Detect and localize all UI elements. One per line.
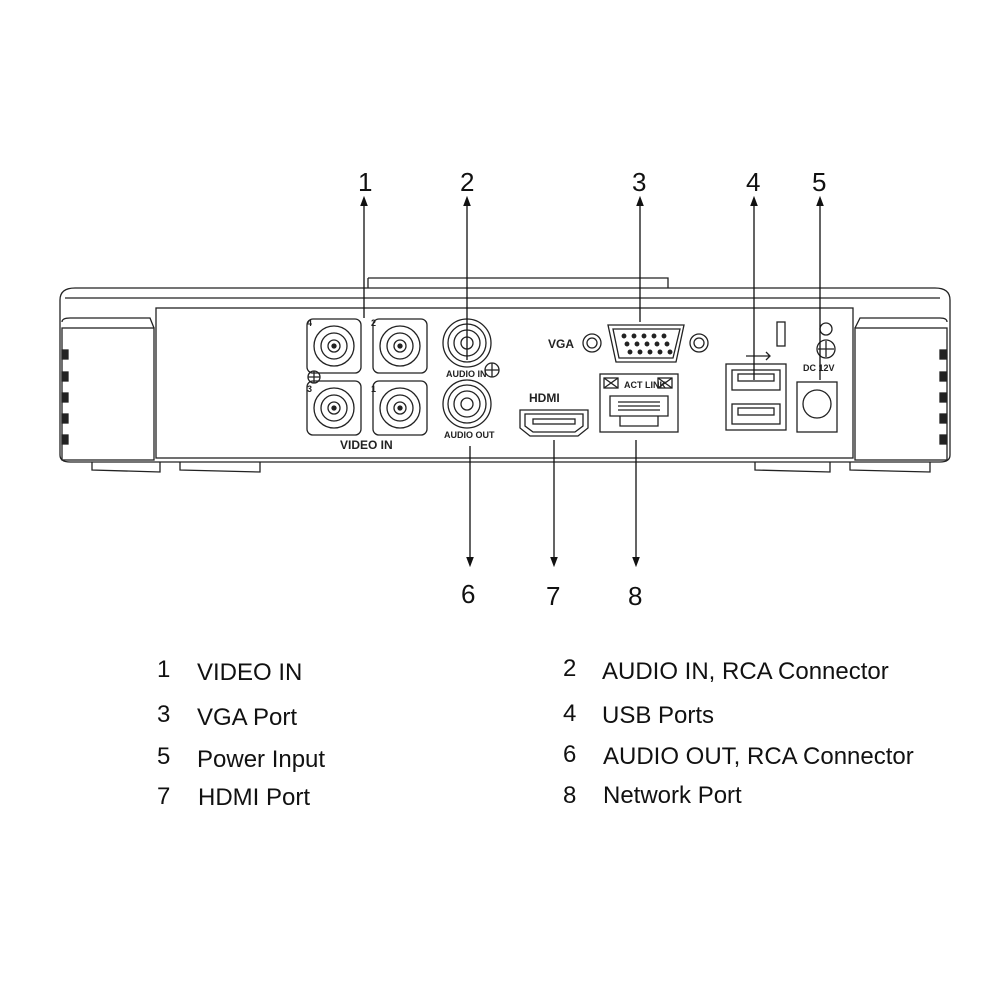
legend-label: HDMI Port	[198, 784, 311, 811]
video-in-panel-label: VIDEO IN	[340, 438, 393, 452]
vga-port	[582, 324, 709, 363]
audio-out-panel-label: AUDIO OUT	[444, 430, 495, 440]
usb-ports	[725, 321, 787, 431]
legend-label: USB Ports	[602, 702, 715, 729]
callout-1: 1	[358, 167, 372, 197]
channel-4-label: 4	[307, 318, 312, 328]
power-panel-label: DC 12V	[803, 363, 835, 373]
legend-number: 4	[563, 700, 577, 727]
legend-number: 2	[563, 655, 577, 682]
channel-3-label: 3	[307, 384, 312, 394]
hdmi-panel-label: HDMI	[529, 391, 560, 405]
hdmi-port	[519, 409, 589, 437]
callout-7: 7	[546, 581, 560, 611]
legend-number: 3	[157, 701, 171, 728]
network-led-label: ACT LINK	[624, 380, 666, 390]
callout-2: 2	[460, 167, 474, 197]
power-input	[796, 322, 838, 433]
network-port	[599, 373, 679, 433]
legend-number: 1	[157, 656, 171, 683]
legend-number: 5	[157, 743, 171, 770]
channel-2-label: 2	[371, 318, 376, 328]
vga-panel-label: VGA	[548, 337, 574, 351]
callout-6: 6	[461, 579, 475, 609]
legend-label: Network Port	[603, 782, 742, 809]
video-in-connectors	[306, 318, 428, 436]
callout-3: 3	[632, 167, 646, 197]
legend-number: 7	[157, 783, 171, 810]
legend-label: Power Input	[197, 746, 326, 773]
channel-1-label: 1	[371, 384, 376, 394]
audio-in-panel-label: AUDIO IN	[446, 369, 487, 379]
legend-label: AUDIO IN, RCA Connector	[602, 658, 889, 685]
callout-8: 8	[628, 581, 642, 611]
legend-label: VIDEO IN	[197, 659, 303, 686]
legend-number: 6	[563, 741, 577, 768]
legend-label: AUDIO OUT, RCA Connector	[603, 743, 914, 770]
callout-leaders	[360, 195, 824, 568]
rear-panel-diagram: 4 2 3 1 VIDEO IN AUDIO IN AUDIO OUT VGA …	[59, 167, 951, 611]
callout-5: 5	[812, 167, 826, 197]
device-chassis	[59, 277, 951, 473]
callout-4: 4	[746, 167, 760, 197]
legend-label: VGA Port	[197, 704, 298, 731]
legend-number: 8	[563, 782, 577, 809]
